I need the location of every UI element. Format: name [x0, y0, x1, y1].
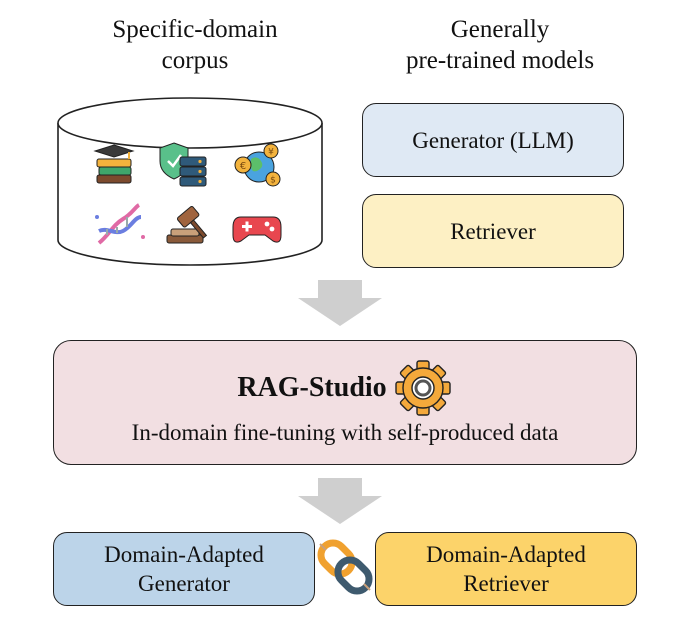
domain-adapted-retriever-line1: Domain-Adapted [426, 542, 586, 567]
gear-icon [394, 359, 451, 416]
chain-link-icon [317, 539, 373, 595]
rag-studio-name: RAG-Studio [237, 371, 387, 403]
corpus-heading-line1: Specific-domain [112, 16, 278, 43]
gamepad-icon [232, 216, 282, 243]
rag-studio-description: In-domain fine-tuning with self-produced… [131, 419, 559, 445]
generator-llm-label: Generator (LLM) [412, 127, 574, 153]
graduation-cap-books-icon [93, 144, 135, 184]
svg-text:€: € [240, 161, 246, 172]
corpus-heading: Specific-domain corpus [70, 14, 320, 76]
shield-database-icon [159, 142, 207, 187]
corpus-heading-line2: corpus [161, 47, 229, 74]
models-heading-line1: Generally [450, 16, 550, 43]
retriever-box: Retriever [362, 194, 624, 268]
svg-text:¥: ¥ [268, 148, 274, 158]
rag-studio-box: RAG-Studio In-domain fine-tuning wit [53, 340, 637, 465]
rag-studio-title-row: RAG-Studio [237, 358, 452, 418]
domain-adapted-retriever-box: Domain-Adapted Retriever [375, 532, 637, 606]
svg-text:$: $ [270, 176, 276, 186]
dna-icon [95, 203, 145, 245]
down-arrow-icon [298, 478, 382, 524]
domain-adapted-retriever-line2: Retriever [463, 571, 549, 596]
domain-adapted-generator-box: Domain-Adapted Generator [53, 532, 315, 606]
models-heading-line2: pre-trained models [405, 47, 595, 74]
retriever-label: Retriever [450, 218, 536, 244]
gavel-icon [166, 206, 208, 244]
domain-adapted-generator-line2: Generator [138, 571, 230, 596]
globe-coins-icon: € ¥ $ [234, 143, 281, 187]
down-arrow-icon [298, 280, 382, 326]
models-heading: Generally pre-trained models [350, 14, 650, 76]
domain-adapted-generator-line1: Domain-Adapted [104, 542, 264, 567]
generator-llm-box: Generator (LLM) [362, 103, 624, 177]
corpus-database-cylinder: € ¥ $ [57, 97, 323, 266]
